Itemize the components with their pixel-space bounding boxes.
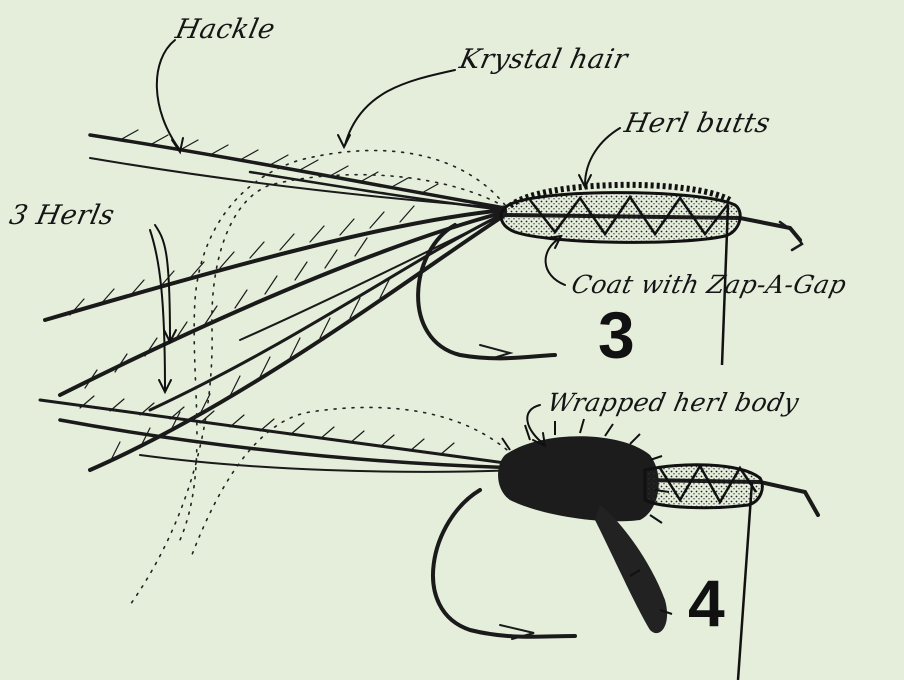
leader-arrows	[150, 40, 620, 446]
label-herl-butts: Herl butts	[622, 108, 773, 139]
coat-arrow	[546, 238, 565, 285]
fly-3-hackle-feathers	[45, 130, 505, 470]
fly-4-lead-line	[738, 482, 752, 680]
fly-3-body	[501, 185, 740, 243]
label-coat: Coat with Zap-A-Gap	[569, 270, 849, 299]
fly-4-krystal-hair	[190, 407, 520, 560]
label-three-herls: 3 Herls	[7, 200, 118, 231]
fly-3	[45, 130, 802, 605]
label-hackle: Hackle	[173, 14, 278, 45]
krystal-hair-arrow	[345, 70, 455, 145]
three-herls-arrow-a	[155, 225, 170, 340]
step-number-3: 3	[598, 302, 635, 368]
hackle-arrow	[157, 40, 180, 150]
three-herls-arrow-b	[150, 230, 165, 390]
step-number-4: 4	[688, 570, 725, 636]
label-wrapped-body: Wrapped herl body	[545, 388, 802, 417]
label-krystal-hair: Krystal hair	[457, 44, 631, 75]
